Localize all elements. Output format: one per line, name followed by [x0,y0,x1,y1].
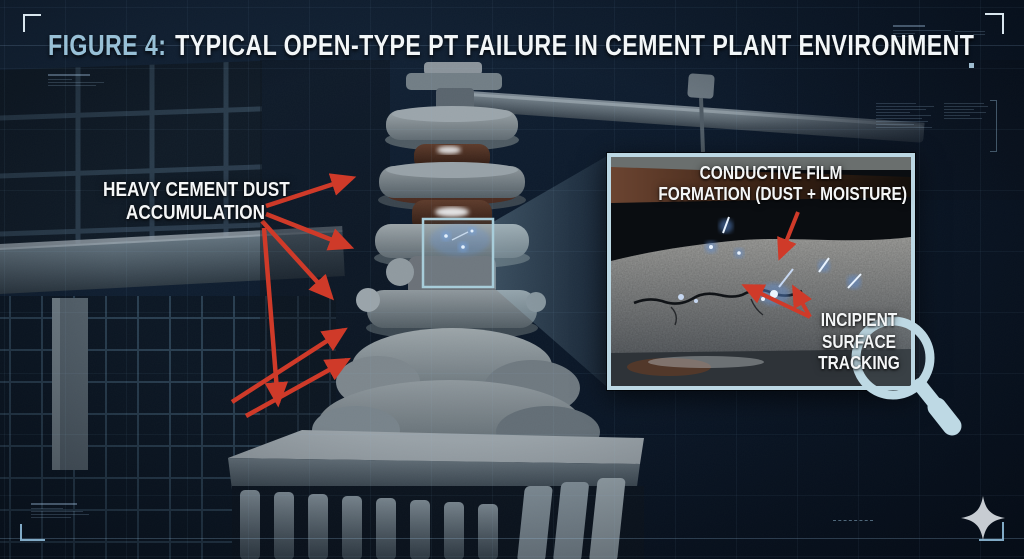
figure-number-label: FIGURE 4: [48,30,167,62]
hud-text-block [31,500,111,520]
hud-bracket [990,100,997,152]
hud-text-block [876,101,936,130]
window-grid [0,60,262,270]
magnifier-icon [851,316,962,436]
annotation-arrow [792,284,812,318]
corner-bracket-bottom-right [979,522,1004,541]
annotation-arrow [230,327,348,404]
hud-line-top [0,45,1024,46]
surface-discharge-sparks [430,224,490,256]
surface-tracking-label: INCIPIENT SURFACE TRACKING [818,310,900,374]
base-slab [228,430,644,494]
hud-line-bottom [0,538,1024,539]
hud-text-block [48,71,118,88]
corner-bracket-top-left [23,14,41,32]
hud-dot [969,63,974,68]
corner-bracket-top-right [985,13,1004,34]
annotation-arrow [261,227,289,408]
annotation-arrow [260,219,335,301]
hud-text-block [893,22,968,39]
conductive-film-label: CONDUCTIVE FILM FORMATION (DUST + MOISTU… [658,163,908,204]
hud-text-block [955,29,985,37]
ceramic-rail [611,167,911,203]
hud-dashed-line [833,520,873,521]
corner-bracket-bottom-left [20,524,45,541]
annotation-arrow [777,211,800,261]
pt-insulator-stack [312,62,600,468]
zoom-source-rect [421,217,495,289]
hud-text-block [944,101,990,121]
dust-accumulation-label: HEAVY CEMENT DUST ACCUMULATION [103,179,290,225]
zoom-beam [493,156,607,387]
dusty-post [52,298,88,470]
figure-title: FIGURE 4:TYPICAL OPEN-TYPE PT FAILURE IN… [48,30,1024,63]
annotation-arrow [741,284,811,319]
dusty-rail [0,226,345,295]
sparkle-logo-icon [961,496,1005,540]
annotation-arrow [244,357,351,418]
inset-arrows [741,211,812,319]
radiator-fins [232,478,644,559]
figure-title-text: TYPICAL OPEN-TYPE PT FAILURE IN CEMENT P… [175,30,975,62]
